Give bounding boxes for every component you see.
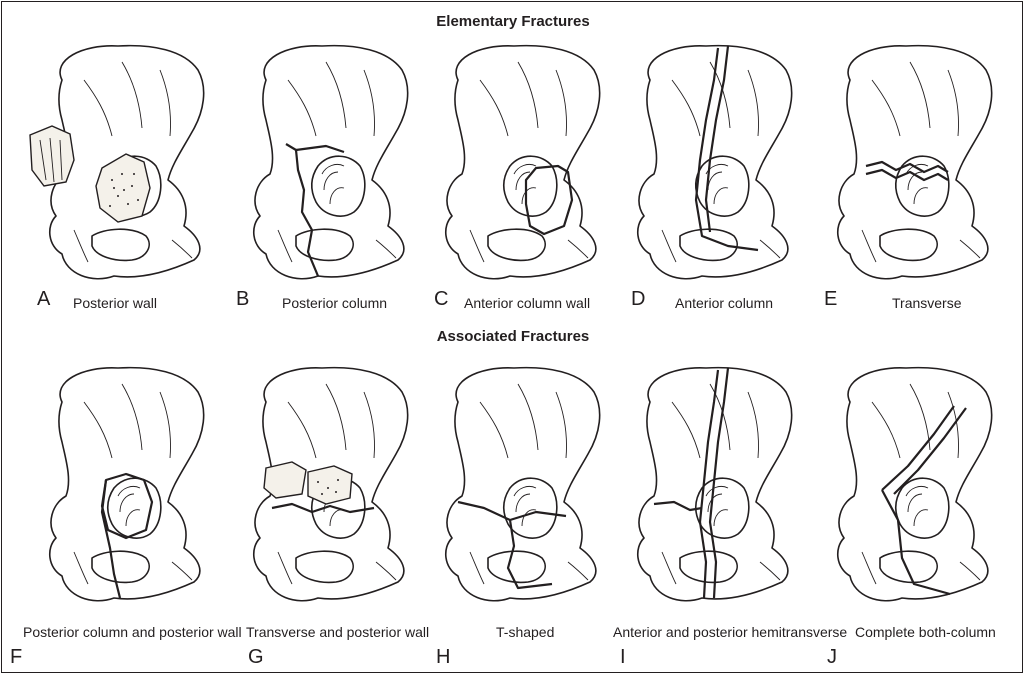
- fracture-lines-g: [263, 461, 375, 514]
- illustration-a-posterior-wall: [29, 44, 205, 280]
- illustration-h-t-shaped: [444, 366, 601, 602]
- illustration-b-posterior-column: [252, 44, 409, 280]
- illustration-c-anterior-wall: [444, 44, 601, 280]
- fracture-lines-b: [285, 143, 345, 277]
- fracture-lines-e: [865, 160, 949, 182]
- fracture-lines-i: [653, 367, 730, 599]
- caption-c: Anterior column wall: [464, 295, 591, 311]
- illustration-d-anterior-column: [636, 44, 793, 280]
- illustration-i-hemitransverse: [636, 366, 793, 602]
- associated-fractures-heading: Associated Fractures: [436, 328, 590, 345]
- letter-d: D: [631, 288, 646, 310]
- letter-g: G: [248, 646, 264, 668]
- caption-i: Anterior and posterior hemitransverse: [613, 624, 848, 640]
- caption-h: T-shaped: [496, 624, 555, 640]
- caption-j: Complete both-column: [855, 624, 996, 640]
- illustration-j-both-column: [836, 366, 993, 602]
- elementary-fractures-heading: Elementary Fractures: [436, 13, 590, 30]
- caption-b: Posterior column: [282, 295, 388, 311]
- letter-a: A: [37, 288, 51, 310]
- letter-e: E: [824, 288, 838, 310]
- caption-d: Anterior column: [675, 295, 774, 311]
- fracture-lines-c: [524, 164, 574, 236]
- caption-f: Posterior column and posterior wall: [23, 624, 242, 640]
- fracture-lines-d: [694, 45, 759, 252]
- letter-i: I: [620, 646, 626, 668]
- letter-b: B: [236, 288, 250, 310]
- illustration-f-posterior-column-wall: [48, 366, 205, 602]
- caption-g: Transverse and posterior wall: [246, 624, 430, 640]
- letter-f: F: [10, 646, 23, 668]
- caption-a: Posterior wall: [73, 295, 158, 311]
- caption-e: Transverse: [892, 295, 962, 311]
- illustration-e-transverse: [836, 44, 993, 280]
- fracture-lines-h: [457, 500, 567, 590]
- letter-h: H: [436, 646, 451, 668]
- fracture-lines-f: [100, 472, 154, 599]
- letter-c: C: [434, 288, 449, 310]
- letter-j: J: [827, 646, 837, 668]
- fracture-lines-j: [881, 405, 967, 596]
- fracture-lines-a: [29, 125, 151, 223]
- illustration-g-transverse-posterior-wall: [252, 366, 409, 602]
